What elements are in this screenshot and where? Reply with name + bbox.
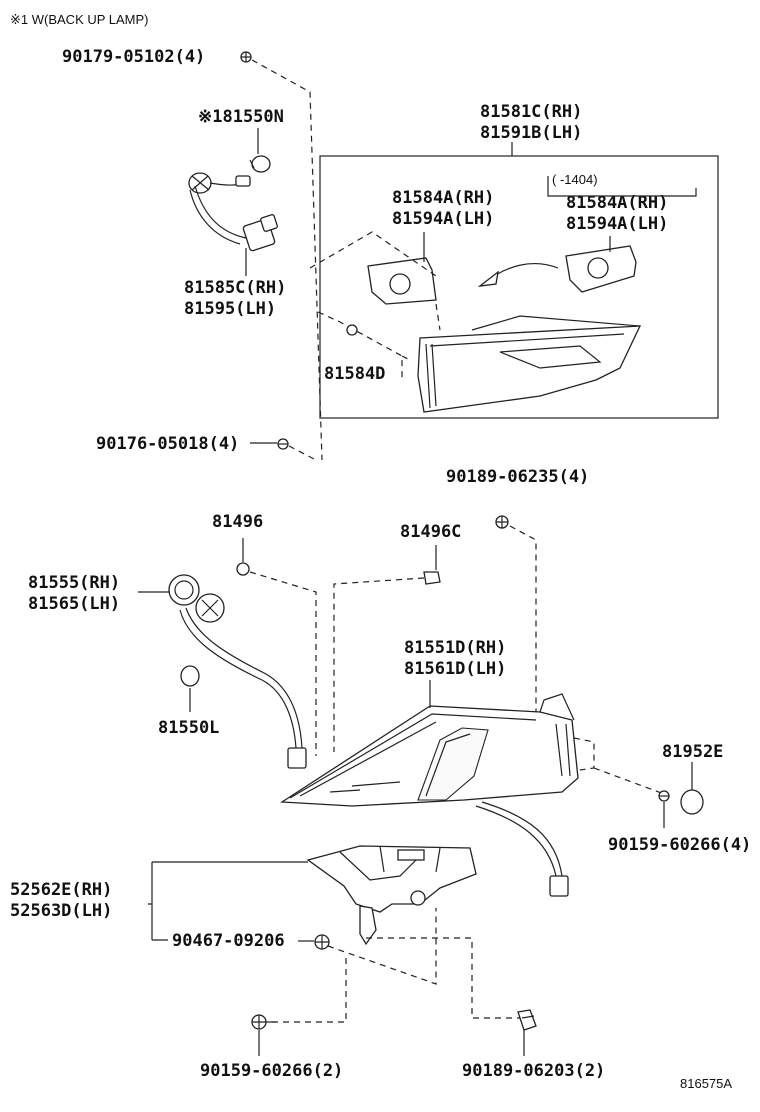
screw-90176-icon	[277, 438, 289, 450]
arrow-replace-icon	[477, 263, 559, 287]
clip-81496-icon	[236, 562, 250, 576]
label-90159-60266-2: 90159-60266(2)	[200, 1061, 343, 1081]
leader-52562e	[148, 861, 308, 941]
label-52563d: 52563D(LH)	[10, 901, 112, 921]
label-81555: 81555(RH)	[28, 573, 120, 593]
screw-90159-2-icon	[251, 1014, 276, 1030]
label-90176-05018: 90176-05018(4)	[96, 434, 239, 454]
inner-lamp-lens-icon	[417, 315, 642, 413]
label-81595: 81595(LH)	[184, 299, 276, 319]
label-81594a-lh-2: 81594A(LH)	[566, 214, 668, 234]
bolt-90467-icon	[314, 934, 330, 950]
socket-wire-81555-icon	[168, 574, 307, 769]
label-81584a-rh-2: 81584A(RH)	[566, 193, 668, 213]
clip-81496c-icon	[423, 571, 441, 585]
label-181550n: ※181550N	[198, 107, 284, 127]
screw-81584d-icon	[346, 324, 358, 336]
label-90467-09206: 90467-09206	[172, 931, 285, 951]
label-81594a-lh-1: 81594A(LH)	[392, 209, 494, 229]
label-81581c: 81581C(RH)	[480, 102, 582, 122]
label-81585c: 81585C(RH)	[184, 278, 286, 298]
label-1404: ( -1404)	[552, 172, 598, 187]
label-81561d: 81561D(LH)	[404, 659, 506, 679]
label-90189-06203: 90189-06203(2)	[462, 1061, 605, 1081]
bulb-81550l-icon	[180, 665, 200, 687]
socket-wire-81585c-icon	[188, 172, 278, 252]
leader-90189-06235	[509, 525, 537, 716]
label-81584d: 81584D	[324, 364, 385, 384]
label-90189-06235: 90189-06235(4)	[446, 467, 589, 487]
gasket-81584a-left-icon	[367, 257, 437, 305]
leader-81584d-box	[317, 311, 411, 382]
label-81496: 81496	[212, 512, 263, 532]
label-81591b: 81591B(LH)	[480, 123, 582, 143]
label-81584a-rh-1: 81584A(RH)	[392, 188, 494, 208]
bulb-181550n-icon	[249, 155, 271, 173]
label-81551d: 81551D(RH)	[404, 638, 506, 658]
label-81496c: 81496C	[400, 522, 461, 542]
label-90179-05102: 90179-05102(4)	[62, 47, 205, 67]
label-81565: 81565(LH)	[28, 594, 120, 614]
diagram-id: 816575A	[680, 1076, 732, 1091]
bracket-1404	[547, 188, 697, 197]
label-90159-60266-4: 90159-60266(4)	[608, 835, 751, 855]
leader-gasket-zone	[309, 231, 441, 331]
cap-81952e-icon	[680, 789, 704, 815]
label-81550l: 81550L	[158, 718, 219, 738]
screw-90159-4-icon	[658, 790, 670, 802]
bracket-52562e-icon	[306, 845, 477, 946]
note-back-up-lamp: ※1 W(BACK UP LAMP)	[10, 12, 149, 27]
label-81952e: 81952E	[662, 742, 723, 762]
subassembly-box-81581c	[319, 155, 719, 419]
clip-90189-06203-icon	[517, 1009, 537, 1031]
label-52562e: 52562E(RH)	[10, 880, 112, 900]
gasket-81584a-right-icon	[565, 245, 637, 293]
leader-90467-group	[327, 908, 520, 1019]
leader-lamp-right	[573, 737, 665, 795]
screw-90189-06235-icon	[495, 515, 509, 529]
leader-90159-2	[272, 954, 347, 1023]
screw-90179-icon	[240, 51, 252, 63]
rear-combination-lamp-icon	[279, 693, 579, 897]
leader-90179	[251, 59, 323, 461]
